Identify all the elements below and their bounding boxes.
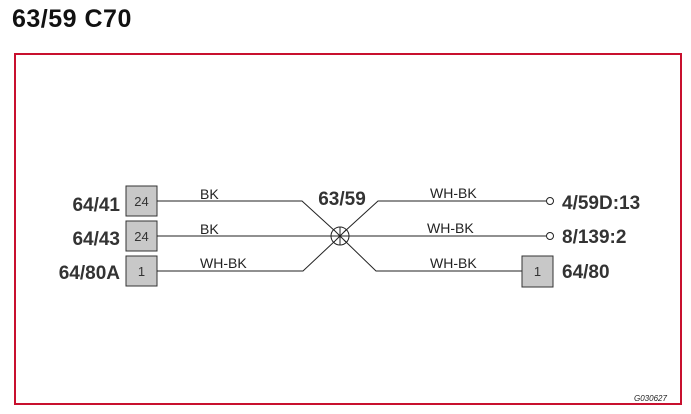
page-title: 63/59 C70 [12, 5, 132, 33]
terminal-circle-2 [546, 232, 554, 240]
left-connector-id-1: 64/41 [72, 195, 120, 216]
right-wire-3 [343, 239, 522, 272]
left-connector-box-2 [125, 220, 158, 252]
right-connector-id-1: 4/59D:13 [562, 193, 640, 214]
left-wire-color-2: BK [200, 221, 219, 237]
left-wire-color-3: WH-BK [200, 255, 247, 271]
left-pin-3: 1 [138, 264, 145, 279]
left-connector-box-1 [125, 185, 158, 217]
left-pin-1: 24 [134, 194, 148, 209]
figure-reference: G030627 [634, 394, 667, 403]
right-pin-3: 1 [534, 264, 541, 279]
left-connector-id-2: 64/43 [72, 229, 120, 250]
right-wire-color-2: WH-BK [427, 220, 474, 236]
left-connector-id-3: 64/80A [59, 263, 121, 284]
splice-label: 63/59 [318, 189, 366, 210]
left-wire-3 [157, 239, 337, 272]
right-wire-color-1: WH-BK [430, 185, 477, 201]
right-wire-color-3: WH-BK [430, 255, 477, 271]
right-connector-id-2: 8/139:2 [562, 227, 626, 248]
terminal-circle-1 [546, 197, 554, 205]
right-wire-1 [343, 200, 546, 233]
right-connector-box [521, 255, 554, 288]
right-connector-id-3: 64/80 [562, 262, 610, 283]
left-wire-1 [157, 200, 337, 233]
diagram-frame [14, 53, 682, 405]
left-pin-2: 24 [134, 229, 148, 244]
left-wire-color-1: BK [200, 186, 219, 202]
